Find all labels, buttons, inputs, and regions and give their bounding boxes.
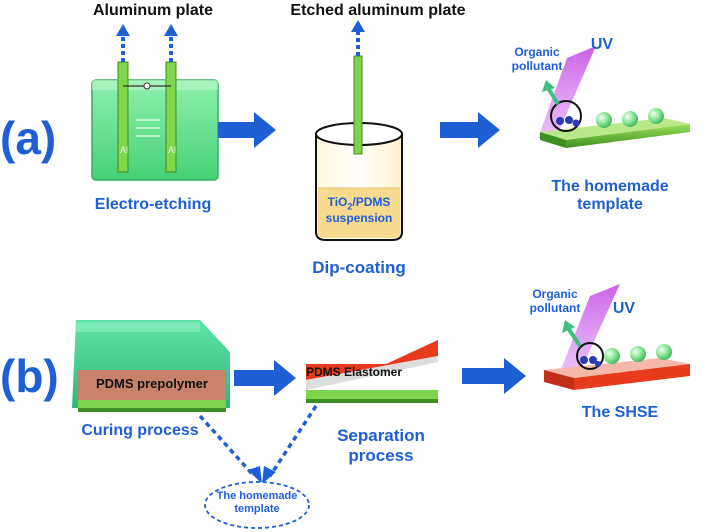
- template-line1-b: The homemade: [216, 490, 298, 502]
- etched-plate-arrow: [351, 20, 365, 56]
- uv-label-a: UV: [590, 36, 614, 53]
- etched-aluminum-plate-label: Etched aluminum plate: [290, 2, 466, 19]
- shse-result-label: The SHSE: [581, 404, 659, 421]
- homemade-template-ellipse-label: The homemade template: [212, 490, 302, 515]
- organic-pollutant-label-a: Organic pollutant: [498, 45, 576, 74]
- suspension-line1-post: /PDMS: [352, 195, 391, 209]
- suspension-line2: suspension: [325, 210, 393, 225]
- arrow-a1: [218, 112, 276, 148]
- electro-etching-bath: [91, 61, 219, 181]
- organic-line1-a: Organic: [514, 45, 560, 59]
- suspension-line1-pre: TiO: [327, 195, 348, 209]
- shse-illustration: [544, 284, 690, 390]
- dip-coating-label: Dip-coating: [312, 258, 406, 277]
- template-recycle-arrows: [198, 405, 318, 484]
- arrow-b2: [462, 358, 526, 394]
- panel-a-tag: (a): [0, 112, 57, 164]
- uv-label-b: UV: [612, 300, 636, 317]
- separation-layers: [306, 340, 438, 403]
- electro-etching-label: Electro-etching: [94, 196, 212, 213]
- result-line1-a: The homemade: [551, 178, 669, 195]
- template-line2-b: template: [234, 502, 280, 515]
- aluminum-plate-label: Aluminum plate: [92, 2, 213, 19]
- curing-process-label: Curing process: [81, 422, 199, 439]
- curing-mold: [72, 320, 230, 412]
- organic-line2-a: pollutant: [511, 58, 563, 73]
- pdms-prepolymer-label: PDMS prepolymer: [96, 376, 208, 391]
- suspension-line1-sub: 2: [347, 201, 353, 212]
- aluminum-plate-arrows: [116, 24, 178, 62]
- arrow-a2: [440, 112, 500, 148]
- arrow-b1: [234, 360, 296, 396]
- panel-b-tag: (b): [0, 350, 59, 402]
- homemade-template-ellipse: [204, 481, 310, 529]
- separation-process-label: Separation process: [324, 426, 438, 465]
- organic-line2-b: pollutant: [529, 300, 581, 315]
- separation-line1: Separation: [337, 426, 425, 445]
- separation-line2: process: [348, 445, 414, 465]
- pdms-elastomer-label: PDMS Elastomer: [306, 365, 403, 379]
- al-left-label: Al: [119, 145, 128, 155]
- homemade-template-result-label: The homemade template: [530, 178, 690, 215]
- homemade-template-illustration: [538, 46, 690, 148]
- result-line2-a: template: [577, 196, 643, 214]
- organic-line1-b: Organic: [532, 287, 578, 301]
- dip-coating-beaker: [315, 55, 403, 241]
- suspension-label: TiO2/PDMS suspension: [320, 195, 398, 226]
- organic-pollutant-label-b: Organic pollutant: [516, 287, 594, 316]
- al-right-label: Al: [167, 145, 176, 155]
